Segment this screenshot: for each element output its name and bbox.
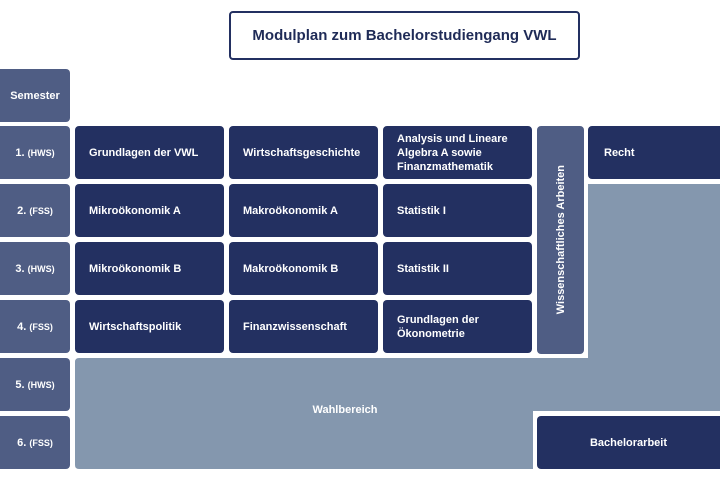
module-grundlagen-vwl: Grundlagen der VWL <box>75 126 224 179</box>
semester-3: 3. (HWS) <box>0 242 70 295</box>
module-mikrooekonomik-b: Mikroökonomik B <box>75 242 224 295</box>
semester-term: (HWS) <box>27 147 55 158</box>
module-wirtschaftsgeschichte: Wirtschaftsgeschichte <box>229 126 378 179</box>
semester-number: 3. <box>15 262 25 275</box>
semester-number: 6. <box>17 436 27 449</box>
module-wissenschaftliches-arbeiten: Wissenschaftliches Arbeiten <box>537 126 584 354</box>
semester-term: (FSS) <box>29 205 53 216</box>
semester-number: 1. <box>15 146 25 159</box>
module-mikrooekonomik-a: Mikroökonomik A <box>75 184 224 237</box>
module-recht: Recht <box>588 126 720 179</box>
module-finanzwissenschaft: Finanzwissenschaft <box>229 300 378 353</box>
module-oekonometrie: Grundlagen der Ökonometrie <box>383 300 532 353</box>
semester-1: 1. (HWS) <box>0 126 70 179</box>
semester-term: (FSS) <box>29 321 53 332</box>
semester-term: (FSS) <box>29 437 53 448</box>
semester-header-label: Semester <box>10 89 60 102</box>
module-wirtschaftspolitik: Wirtschaftspolitik <box>75 300 224 353</box>
semester-number: 5. <box>15 378 25 391</box>
semester-4: 4. (FSS) <box>0 300 70 353</box>
semester-header: Semester <box>0 69 70 122</box>
semester-number: 2. <box>17 204 27 217</box>
module-analysis: Analysis und Lineare Algebra A sowie Fin… <box>383 126 532 179</box>
module-statistik-2: Statistik II <box>383 242 532 295</box>
semester-number: 4. <box>17 320 27 333</box>
module-statistik-1: Statistik I <box>383 184 532 237</box>
semester-2: 2. (FSS) <box>0 184 70 237</box>
wissenschaftliches-arbeiten-label: Wissenschaftliches Arbeiten <box>554 165 567 315</box>
module-makrooekonomik-a: Makroökonomik A <box>229 184 378 237</box>
page-title: Modulplan zum Bachelorstudiengang VWL <box>229 11 580 60</box>
wahlbereich-label: Wahlbereich <box>312 404 378 416</box>
semester-5: 5. (HWS) <box>0 358 70 411</box>
semester-6: 6. (FSS) <box>0 416 70 469</box>
semester-term: (HWS) <box>27 263 55 274</box>
semester-term: (HWS) <box>27 379 55 390</box>
module-makrooekonomik-b: Makroökonomik B <box>229 242 378 295</box>
module-bachelorarbeit: Bachelorarbeit <box>537 416 720 469</box>
